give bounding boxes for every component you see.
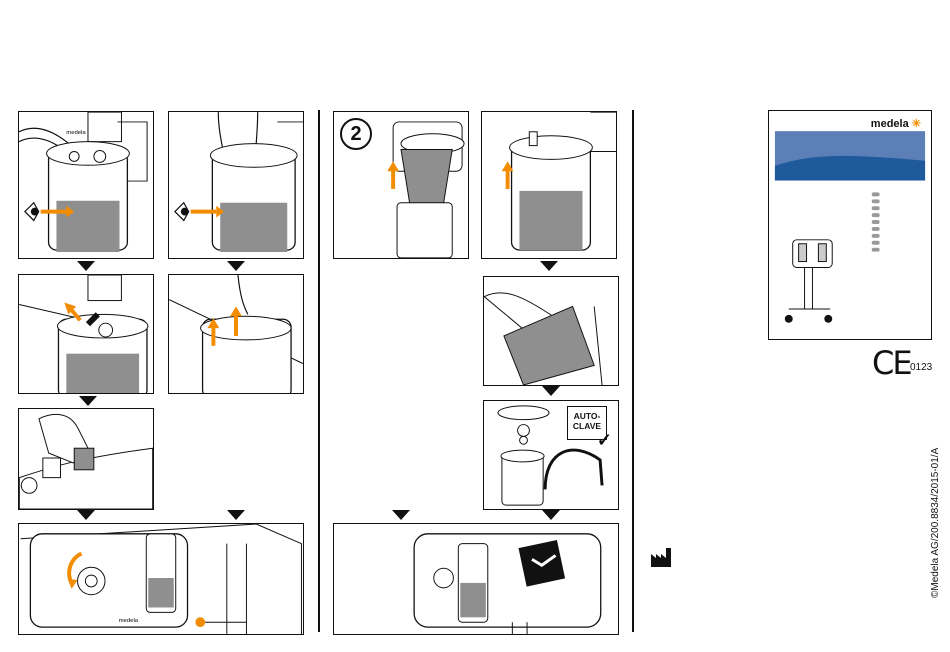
step-number-text: 2 — [350, 123, 361, 145]
manual-cover: medela ✳ — [768, 110, 932, 340]
flow-arrow — [392, 510, 410, 520]
step-panel-clean-device — [333, 523, 619, 635]
step-panel-inspect-lid-left: medela — [18, 111, 154, 259]
flow-arrow — [540, 261, 558, 271]
flow-arrow — [77, 261, 95, 271]
flow-arrow — [542, 510, 560, 520]
ce-mark: CE — [872, 344, 911, 382]
step-panel-lift-liner: 2 — [333, 111, 469, 259]
flow-arrow — [227, 510, 245, 520]
autoclave-label: AUTO- CLAVE ✓ — [567, 406, 607, 440]
copyright-text: ©Medela AG/200.8834/2015-01/A — [930, 448, 941, 598]
column-divider — [318, 110, 320, 632]
notified-body-number: 0123 — [910, 362, 932, 373]
cylinder-brand-text: medela — [66, 130, 86, 136]
flow-arrow — [227, 261, 245, 271]
step-panel-remove-tube-right — [168, 274, 304, 394]
step-panel-remove-canister — [481, 111, 617, 259]
column-divider — [632, 110, 634, 632]
step-panel-switch-off-device: medela — [18, 523, 304, 635]
step-panel-remove-tube-left — [18, 274, 154, 394]
step-panel-disconnect-hand — [18, 408, 154, 510]
flow-arrow — [77, 510, 95, 520]
check-icon: ✓ — [597, 435, 612, 445]
manufacturer-icon — [650, 546, 672, 568]
step-panel-inspect-lid-right — [168, 111, 304, 259]
step-panel-pour-out — [483, 276, 619, 386]
device-brand-text: medela — [119, 618, 139, 624]
step-number-badge: 2 — [340, 118, 372, 150]
autoclave-line-1: AUTO- — [568, 411, 606, 421]
flow-arrow — [542, 386, 560, 396]
flow-arrow — [79, 396, 97, 406]
